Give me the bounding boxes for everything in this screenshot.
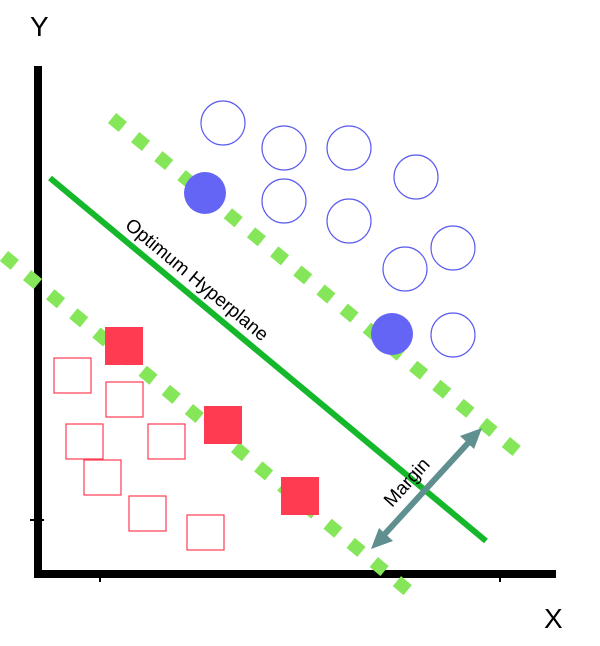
square-point	[128, 495, 167, 532]
circle-class-points	[184, 100, 476, 358]
circle-point	[430, 312, 476, 358]
margin-arrow	[380, 439, 472, 539]
circle-point	[261, 125, 307, 171]
circle-point	[382, 246, 428, 292]
square-point	[53, 357, 92, 394]
square-support-vector	[204, 406, 242, 444]
circle-point	[200, 100, 246, 146]
x-axis-label: X	[544, 603, 563, 634]
circle-point	[326, 198, 372, 244]
square-point	[83, 459, 122, 496]
square-point	[105, 381, 144, 418]
square-support-vector	[281, 477, 319, 515]
optimum-hyperplane	[48, 175, 488, 544]
circle-point	[430, 225, 476, 271]
square-point	[65, 423, 104, 460]
square-class-points	[53, 327, 319, 551]
square-point	[147, 423, 186, 460]
circle-point	[261, 178, 307, 224]
square-point	[186, 514, 225, 551]
circle-point	[393, 154, 439, 200]
circle-support-vector	[184, 172, 226, 214]
margin-arrowhead-down	[371, 528, 393, 549]
y-axis-label: Y	[30, 11, 49, 42]
square-support-vector	[105, 327, 143, 365]
circle-support-vector	[371, 313, 413, 355]
margin-arrowhead-up	[460, 428, 482, 449]
circle-point	[326, 125, 372, 171]
